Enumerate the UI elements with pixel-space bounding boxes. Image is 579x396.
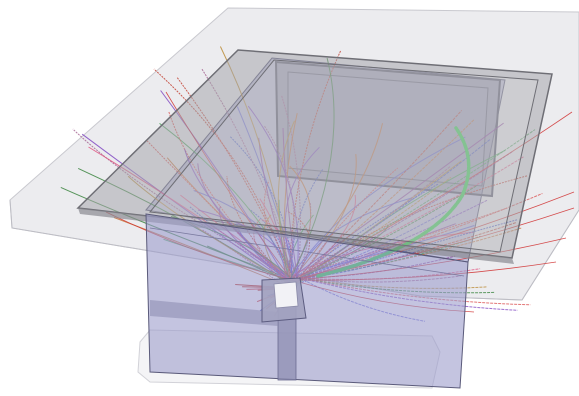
front-wall [145,213,469,389]
front-wall-line [149,227,465,277]
source-window [273,281,299,309]
top-frame [76,49,553,264]
top-frame-inner [149,59,539,253]
column-crossbar [150,300,278,326]
chamber-front-wall [145,213,469,389]
source-block [261,277,307,323]
top-frame-outer [76,49,553,259]
